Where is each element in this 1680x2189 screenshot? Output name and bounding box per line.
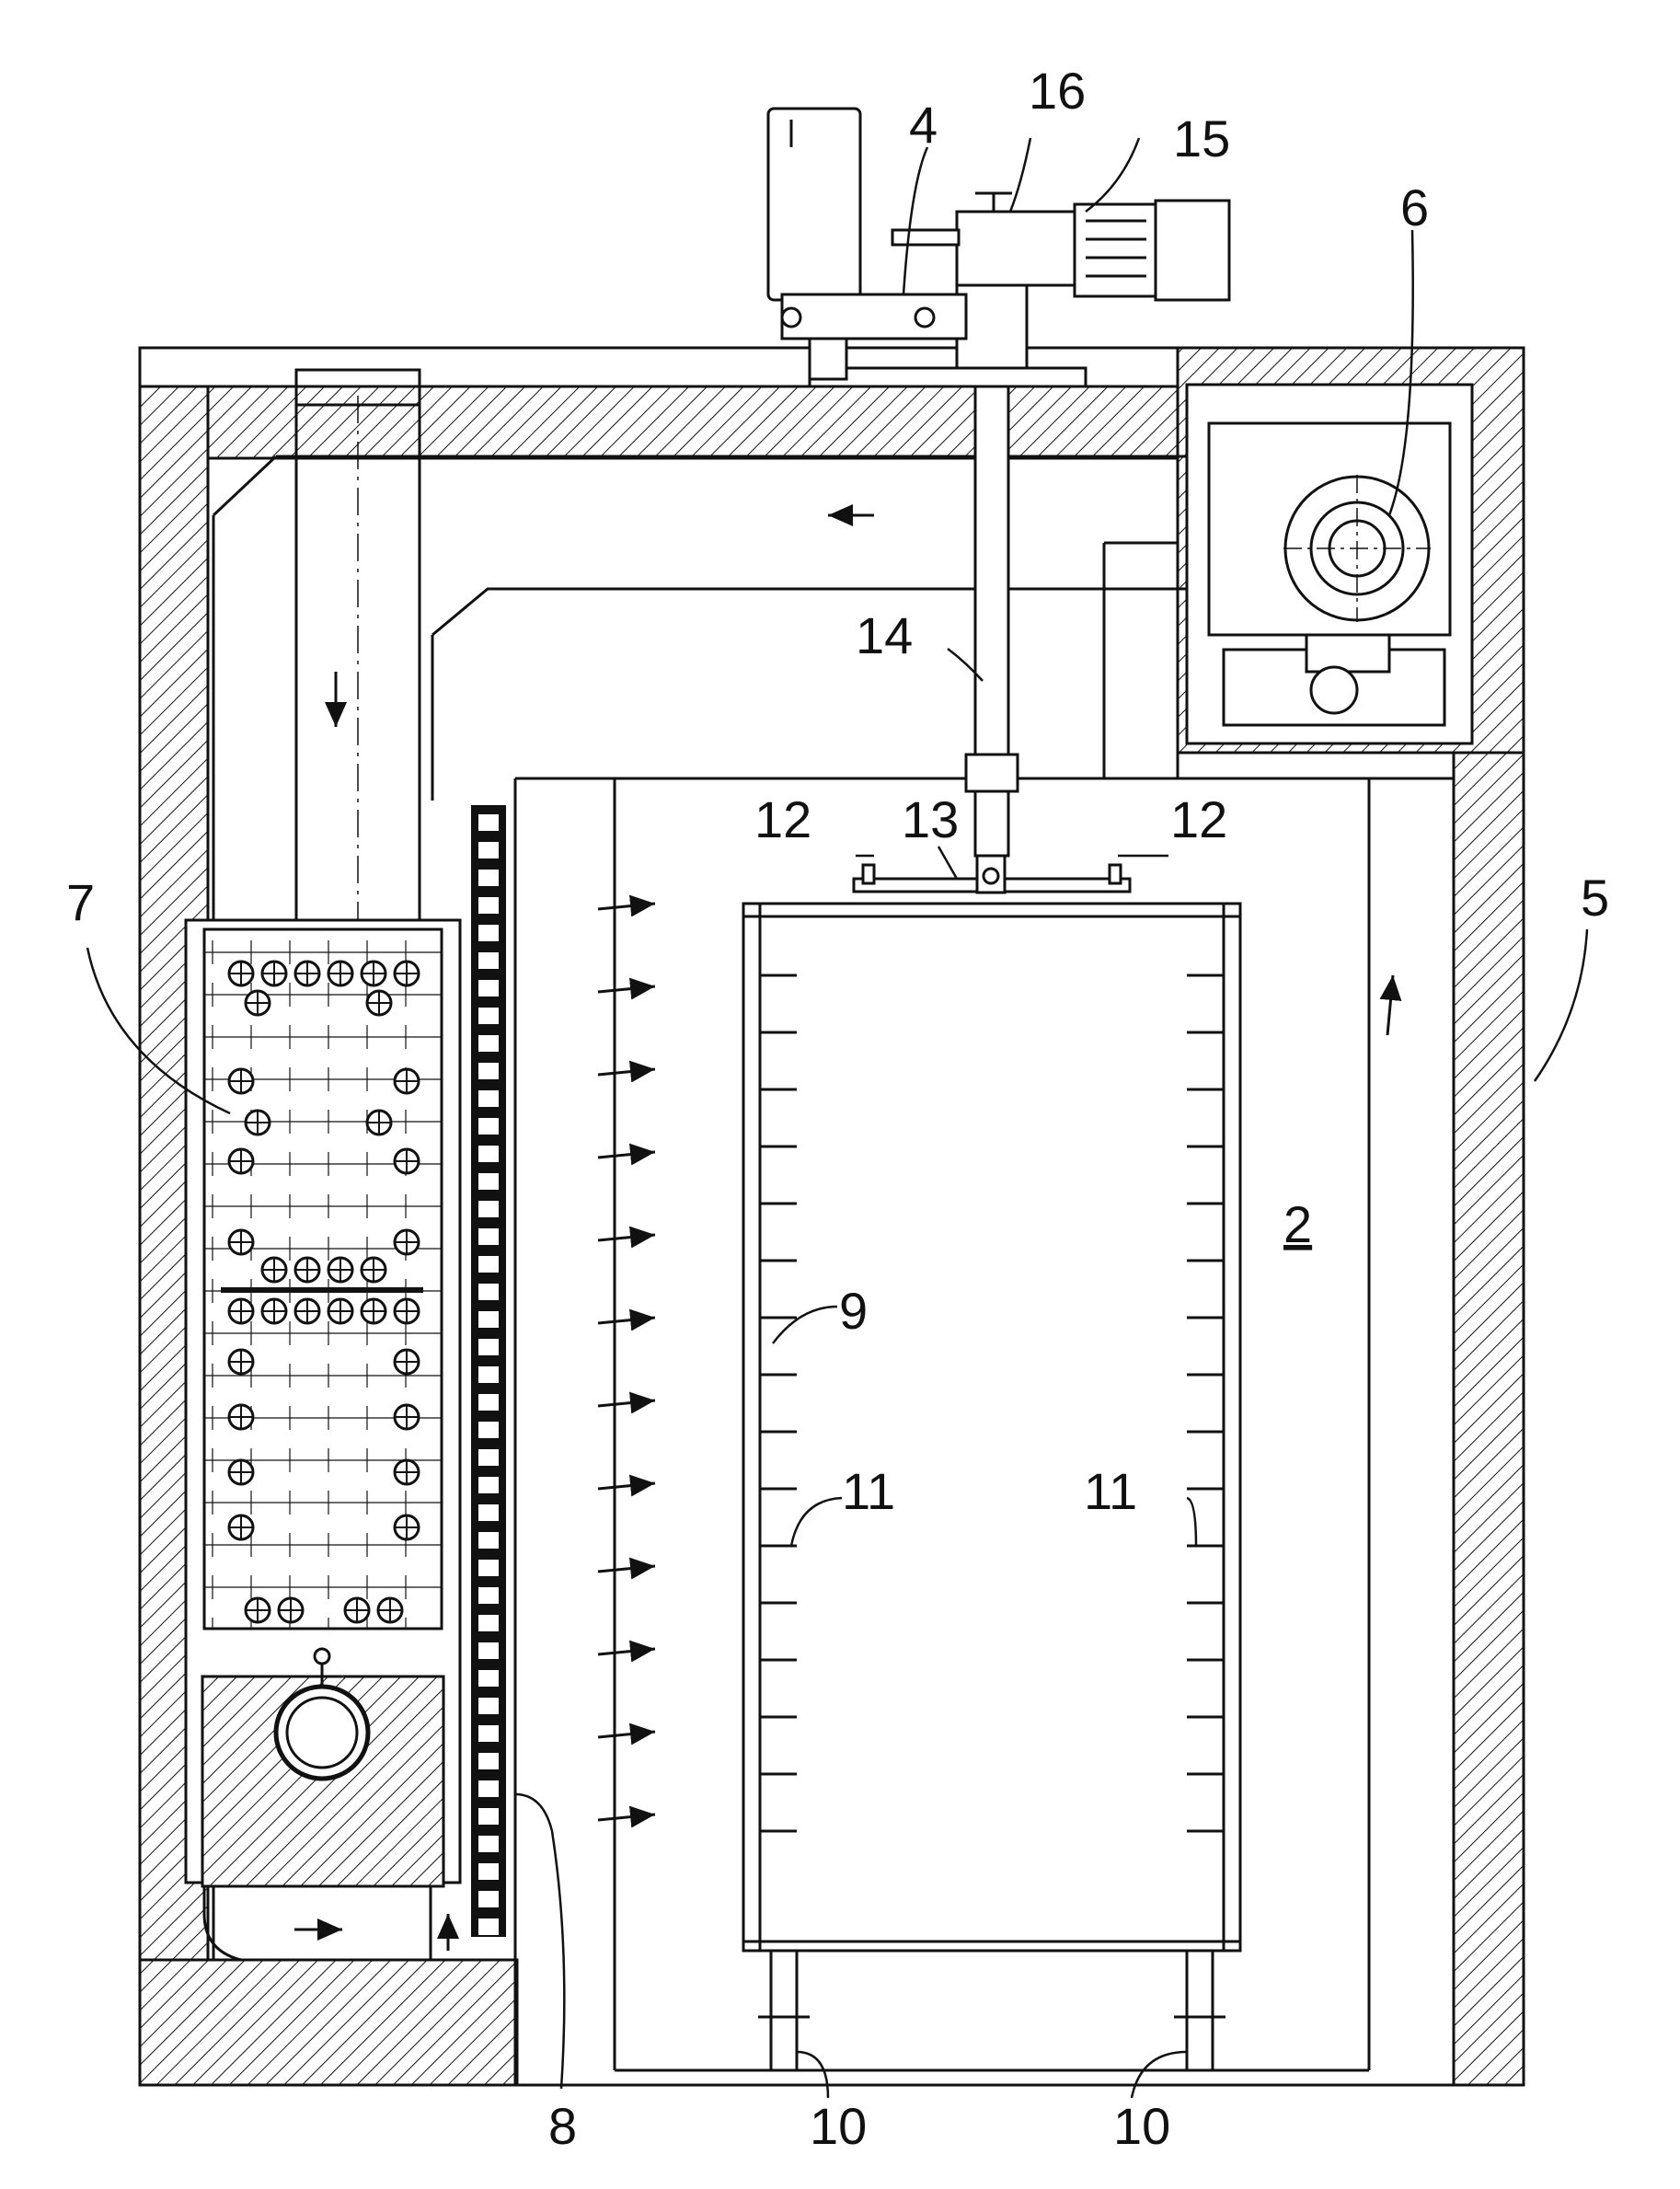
ref-16: 16 — [1029, 62, 1086, 120]
air-slot — [478, 1228, 499, 1245]
ref-10b: 10 — [1113, 2097, 1170, 2155]
air-slot — [478, 1642, 499, 1659]
air-slot — [478, 1504, 499, 1521]
circulation-fan — [1187, 385, 1472, 743]
airflow-arrows — [598, 904, 655, 1820]
air-slot — [478, 1725, 499, 1742]
air-slot — [478, 1339, 499, 1355]
air-slot — [478, 1146, 499, 1162]
air-slot — [478, 925, 499, 941]
air-slot — [478, 1836, 499, 1852]
ref-11b: 11 — [1084, 1462, 1137, 1520]
air-slot — [478, 1477, 499, 1493]
ref-12a: 12 — [754, 790, 811, 848]
airflow-arrow — [598, 904, 655, 909]
ref-5: 5 — [1581, 869, 1609, 927]
ref-14: 14 — [856, 606, 913, 664]
airflow-arrow — [598, 986, 655, 992]
rack-wheels — [758, 1951, 1225, 2070]
air-slot — [478, 1394, 499, 1411]
rotation-shaft — [810, 285, 1086, 856]
airflow-arrow — [598, 1815, 655, 1820]
airflow-arrow — [598, 1649, 655, 1654]
air-slot — [478, 1615, 499, 1631]
airflow-arrow — [598, 1483, 655, 1489]
air-slot — [478, 1256, 499, 1273]
ref-12b: 12 — [1170, 790, 1227, 848]
air-slot — [478, 1670, 499, 1687]
ref-10a: 10 — [810, 2097, 867, 2155]
air-slot — [478, 1201, 499, 1217]
air-slot — [478, 1090, 499, 1107]
air-slot — [478, 897, 499, 914]
ref-6: 6 — [1400, 179, 1429, 236]
ref-8: 8 — [548, 2097, 577, 2155]
air-slot — [478, 1118, 499, 1135]
air-slot — [478, 1366, 499, 1383]
airflow-arrow — [598, 1732, 655, 1737]
air-slot — [478, 1284, 499, 1300]
airflow-arrow — [598, 1318, 655, 1323]
ref-9: 9 — [839, 1282, 868, 1340]
air-slot — [478, 814, 499, 831]
air-slot — [478, 1753, 499, 1769]
air-slot — [478, 1063, 499, 1079]
air-slot — [478, 980, 499, 997]
ref-13: 13 — [902, 790, 959, 848]
ref-2: 2 — [1283, 1195, 1312, 1253]
air-slot — [478, 1008, 499, 1024]
air-slot — [478, 1587, 499, 1604]
bottom-left-wall — [140, 1960, 517, 2085]
air-slot — [478, 1311, 499, 1328]
air-slot — [478, 1698, 499, 1714]
air-slot — [478, 1422, 499, 1438]
air-slot — [478, 1035, 499, 1052]
drive-motor — [892, 193, 1229, 300]
air-slot — [478, 1863, 499, 1880]
air-slot — [478, 870, 499, 886]
airflow-arrow — [598, 1235, 655, 1240]
air-slot — [478, 842, 499, 858]
ref-15: 15 — [1173, 109, 1230, 167]
air-guide-slots — [478, 814, 499, 1935]
airflow-arrow — [598, 1566, 655, 1572]
air-slot — [478, 952, 499, 969]
air-slot — [478, 1808, 499, 1825]
air-slot — [478, 1918, 499, 1935]
product-rack — [743, 904, 1240, 1951]
air-slot — [478, 1560, 499, 1576]
airflow-arrow — [598, 1152, 655, 1158]
air-slot — [478, 1449, 499, 1466]
ref-11a: 11 — [842, 1462, 895, 1520]
air-slot — [478, 1532, 499, 1549]
air-slot — [478, 1780, 499, 1797]
air-slot — [478, 1891, 499, 1907]
rising-airflow-arrow — [1387, 975, 1393, 1035]
ref-7: 7 — [66, 873, 95, 931]
ref-4: 4 — [909, 96, 938, 154]
airflow-arrow — [598, 1069, 655, 1075]
air-slot — [478, 1173, 499, 1190]
rack-coupling — [854, 856, 1130, 893]
airflow-arrow — [598, 1400, 655, 1406]
